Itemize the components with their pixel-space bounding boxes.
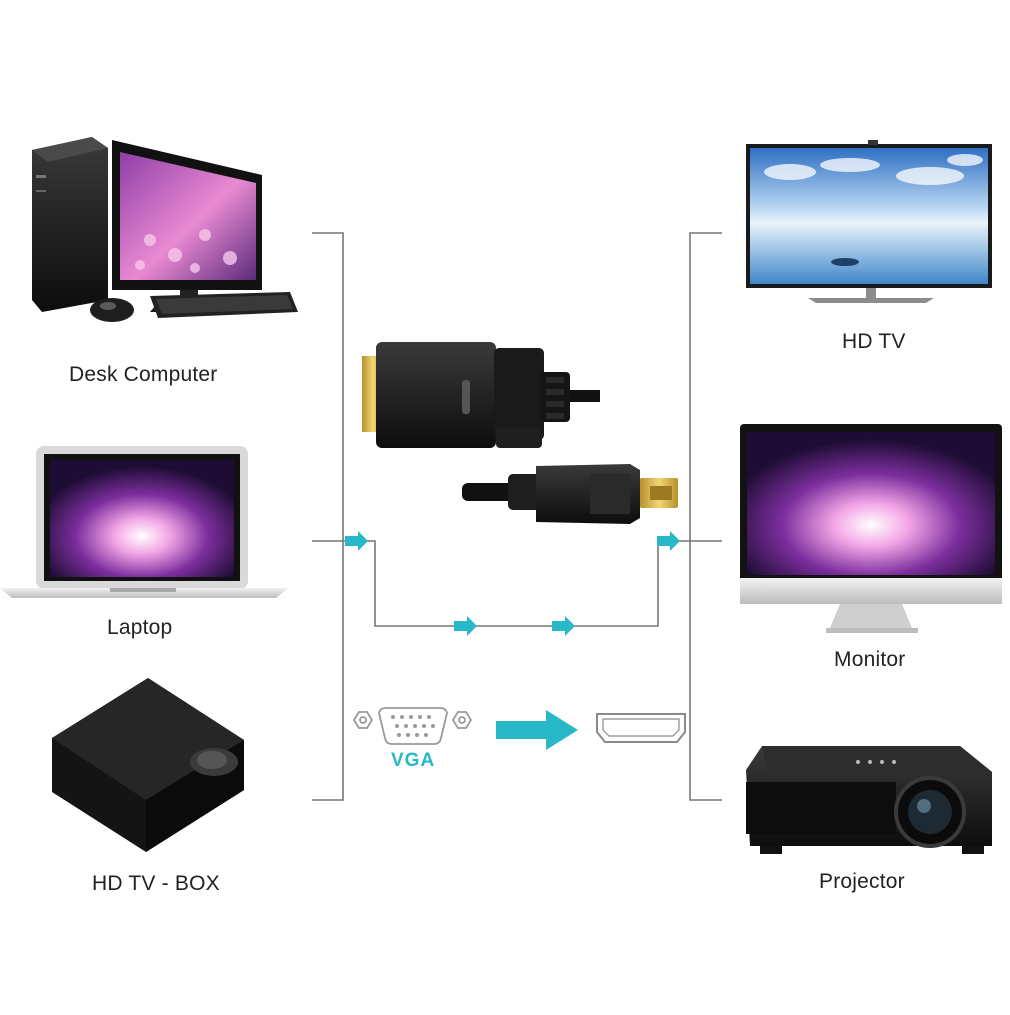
hd-tv-image	[746, 140, 992, 303]
right-bracket	[689, 232, 722, 801]
hd-tv-label: HD TV	[842, 330, 906, 353]
laptop-image	[0, 446, 288, 598]
route-arrow-4	[657, 531, 680, 551]
desk-computer-label: Desk Computer	[69, 363, 218, 386]
desk-computer-image	[32, 137, 298, 322]
vga-connector-image	[362, 342, 600, 448]
hdmi-connector-image	[462, 464, 678, 524]
projector-image	[746, 746, 992, 854]
signal-route	[343, 540, 690, 627]
route-arrow-3	[552, 616, 575, 636]
monitor-image	[740, 424, 1002, 633]
route-arrow-2	[454, 616, 477, 636]
monitor-label: Monitor	[834, 648, 906, 671]
tv-box-image	[52, 678, 244, 852]
projector-label: Projector	[819, 870, 905, 893]
conversion-arrow-icon	[496, 710, 578, 750]
laptop-label: Laptop	[107, 616, 173, 639]
vga-port-label: VGA	[391, 750, 436, 771]
route-arrows	[345, 531, 680, 636]
hd-tv-box-label: HD TV - BOX	[92, 872, 220, 895]
route-arrow-1	[345, 531, 368, 551]
vga-port-icon	[352, 707, 473, 745]
hdmi-port-icon	[596, 713, 686, 743]
left-bracket	[312, 232, 344, 801]
